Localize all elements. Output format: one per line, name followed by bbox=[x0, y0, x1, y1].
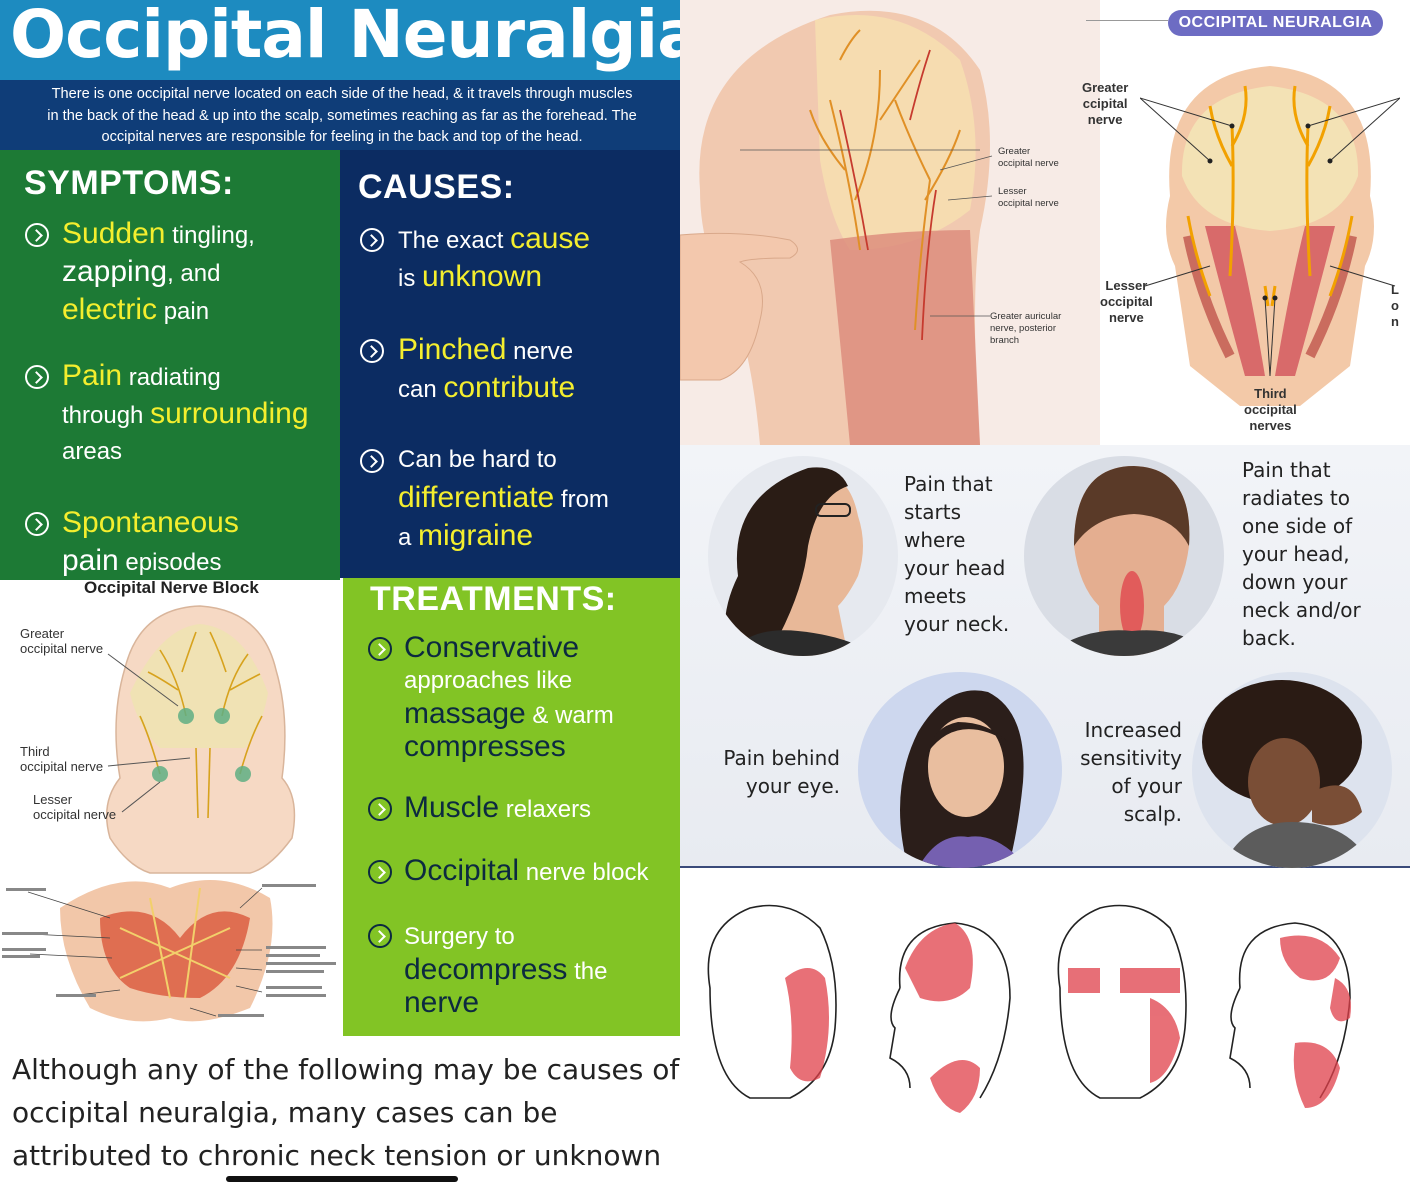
intro-line: in the back of the head & up into the sc… bbox=[47, 107, 637, 124]
treatment-item-1: Conservative approaches like massage & w… bbox=[404, 631, 614, 763]
cropped-label: L o n bbox=[1391, 282, 1399, 329]
symptoms-heading: SYMPTOMS: bbox=[24, 164, 234, 202]
symptoms-panel bbox=[0, 150, 340, 580]
chevron-circle-icon bbox=[360, 449, 384, 473]
footer-note: Although any of the following may be cau… bbox=[12, 1053, 680, 1172]
intro-text: There is one occipital nerve located on … bbox=[6, 84, 678, 149]
pain-point-1: Pain that starts where your head meets y… bbox=[904, 472, 1010, 636]
pain-point-4: Increased sensitivity of your scalp. bbox=[1080, 718, 1182, 826]
treatments-heading: TREATMENTS: bbox=[370, 580, 617, 618]
home-indicator[interactable] bbox=[226, 1176, 458, 1182]
chevron-circle-icon bbox=[25, 512, 49, 536]
greater-auricular-label: Greater auricular nerve, posterior branc… bbox=[990, 311, 1062, 346]
treatment-item-2: Muscle relaxers bbox=[404, 791, 592, 824]
chevron-circle-icon bbox=[360, 228, 384, 252]
chevron-circle-icon bbox=[25, 365, 49, 389]
section-divider bbox=[680, 866, 1410, 868]
third-occipital-label: Third occipital nerves bbox=[1244, 386, 1297, 433]
causes-panel bbox=[340, 150, 680, 578]
third-occipital-label: Third occipital nerve bbox=[20, 744, 104, 774]
symptom-item-3: Spontaneous pain episodes bbox=[62, 506, 239, 577]
cause-item-1: The exact cause is unknown bbox=[398, 222, 591, 293]
greater-occipital-label: Greater ccipital nerve bbox=[1082, 80, 1129, 127]
chevron-circle-icon bbox=[368, 924, 392, 948]
occipital-neuralgia-badge: OCCIPITAL NEURALGIA bbox=[1168, 10, 1383, 36]
lesser-occipital-label: Lesser occipital nerve bbox=[998, 186, 1059, 209]
nerve-block-illustration bbox=[2, 605, 336, 1022]
treatment-item-4: Surgery to decompress the nerve bbox=[404, 923, 608, 1019]
lesser-occipital-label: Lesser occipital nerve bbox=[33, 792, 117, 822]
photo-neck-pain bbox=[708, 456, 898, 656]
symptom-item-1: Sudden tingling, zapping, and electric p… bbox=[62, 217, 255, 326]
chevron-circle-icon bbox=[360, 339, 384, 363]
intro-line: occipital nerves are responsible for fee… bbox=[101, 129, 583, 145]
neck-nerve-diagram bbox=[1140, 66, 1400, 406]
chevron-circle-icon bbox=[368, 860, 392, 884]
symptom-item-2: Pain radiating through surrounding areas bbox=[62, 359, 309, 465]
intro-banner bbox=[0, 80, 680, 150]
chevron-circle-icon bbox=[25, 223, 49, 247]
photo-scalp-pain bbox=[1192, 672, 1392, 868]
pain-point-3: Pain behind your eye. bbox=[723, 746, 840, 798]
pain-point-2: Pain that radiates to one side of your h… bbox=[1242, 458, 1361, 650]
causes-heading: CAUSES: bbox=[358, 168, 515, 206]
nerve-block-title: Occipital Nerve Block bbox=[84, 578, 259, 597]
title-banner bbox=[0, 0, 680, 80]
head-nerves-illustration bbox=[680, 0, 1100, 445]
chevron-circle-icon bbox=[368, 797, 392, 821]
pain-pattern-diagrams bbox=[707, 904, 1351, 1113]
greater-occipital-label: Greater occipital nerve bbox=[998, 146, 1059, 169]
badge-rule bbox=[1086, 20, 1168, 21]
photo-eye-pain bbox=[858, 672, 1062, 868]
page-title: Occipital Neuralgia bbox=[10, 0, 702, 73]
chevron-circle-icon bbox=[368, 637, 392, 661]
cause-item-2: Pinched nerve can contribute bbox=[398, 333, 576, 404]
lesser-occipital-label: Lesser occipital nerve bbox=[1100, 278, 1153, 325]
greater-occipital-label: Greater occipital nerve bbox=[20, 626, 104, 656]
photo-head-back bbox=[1024, 456, 1224, 656]
cause-item-3: Can be hard to differentiate from a migr… bbox=[398, 446, 609, 552]
intro-line: There is one occipital nerve located on … bbox=[51, 86, 633, 102]
treatment-item-3: Occipital nerve block bbox=[404, 854, 649, 887]
treatments-panel bbox=[343, 578, 680, 1036]
